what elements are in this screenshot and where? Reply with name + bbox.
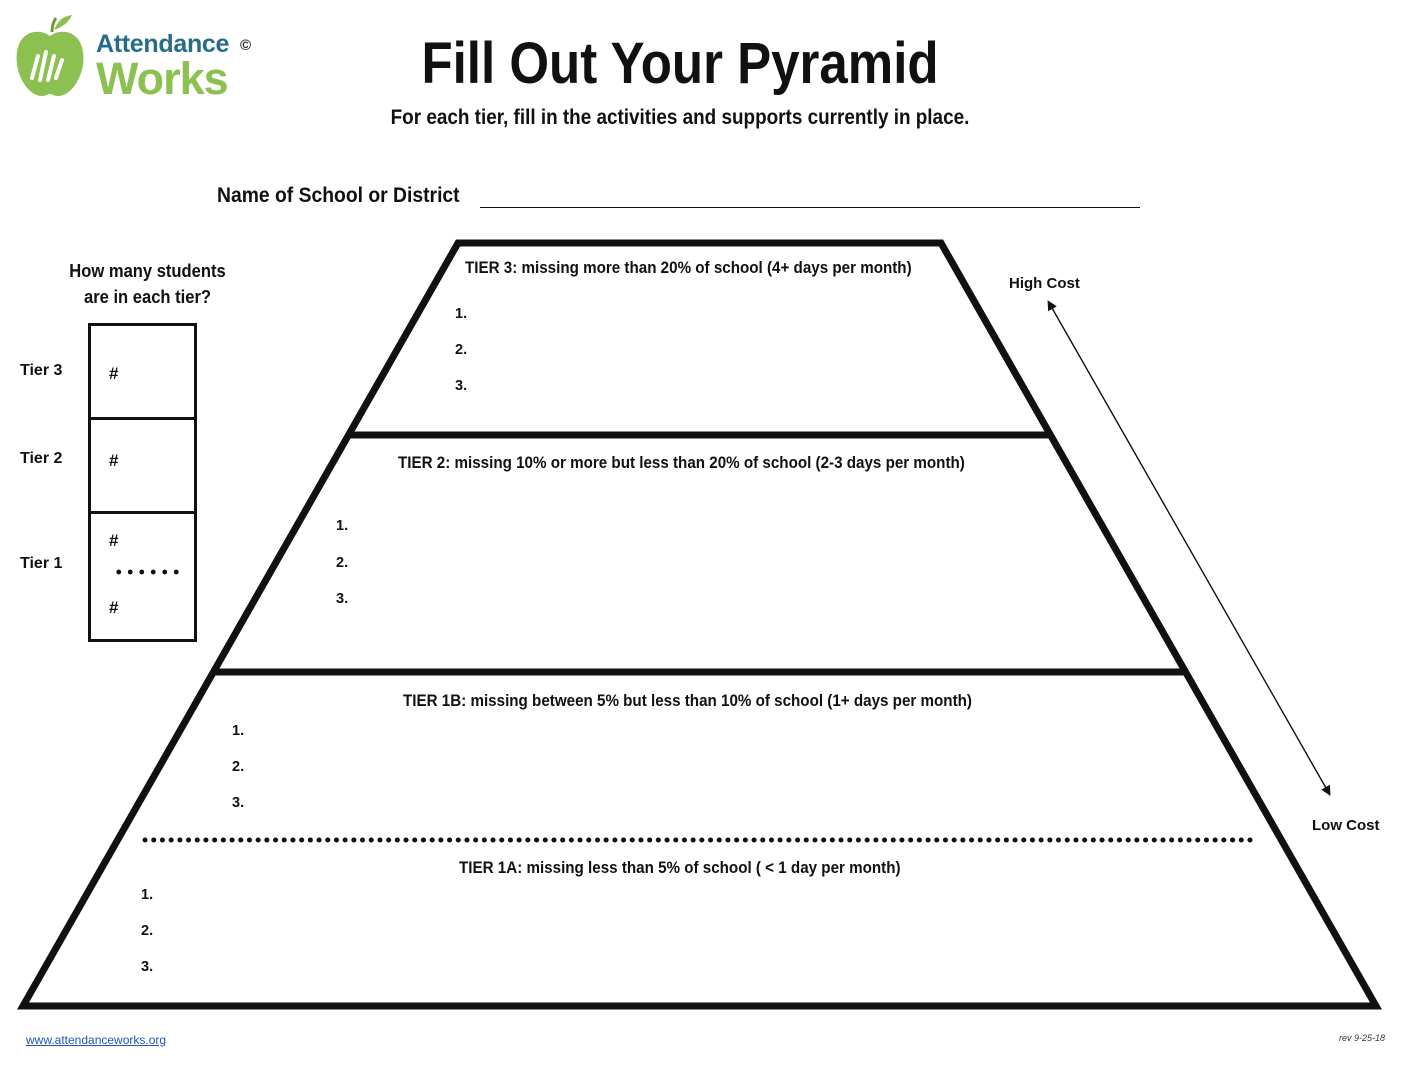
tier1-count-mark-top: # [109, 531, 119, 550]
tier1a-item-1[interactable]: 1. [141, 887, 154, 903]
pyramid-outline [16, 239, 1383, 1010]
tier1a-title: TIER 1A: missing less than 5% of school … [459, 859, 901, 877]
tier1b-item-3[interactable]: 3. [232, 795, 245, 811]
tier1-count-label: Tier 1 [20, 555, 63, 572]
tier2-item-1[interactable]: 1. [336, 518, 349, 534]
tier1b-title: TIER 1B: missing between 5% but less tha… [403, 692, 972, 710]
logo-text-attendance: Attendance [96, 30, 230, 58]
tier1b-item-1[interactable]: 1. [232, 723, 245, 739]
logo-text-works: Works [96, 53, 229, 104]
student-count-question-line1: How many students [69, 261, 226, 281]
school-name-label: Name of School or District [217, 184, 460, 207]
tier3-count-mark: # [109, 364, 119, 383]
tier1-count-mark-bottom: # [109, 598, 119, 617]
cost-arrow-icon [1047, 300, 1331, 796]
tier3-item-1[interactable]: 1. [455, 306, 468, 322]
website-link[interactable]: www.attendanceworks.org [26, 1033, 167, 1047]
tier2-title: TIER 2: missing 10% or more but less tha… [398, 454, 965, 472]
tier1-dotted-divider [113, 569, 183, 575]
tier3-item-2[interactable]: 2. [455, 342, 468, 358]
tier2-count-label: Tier 2 [20, 450, 63, 467]
low-cost-label: Low Cost [1312, 817, 1380, 834]
tier2-item-2[interactable]: 2. [336, 555, 349, 571]
tier1b-item-2[interactable]: 2. [232, 759, 245, 775]
logo-apple-icon [16, 15, 84, 97]
page-title: Fill Out Your Pyramid [421, 31, 939, 96]
student-count-question-line2: are in each tier? [83, 287, 212, 307]
school-name-field[interactable] [480, 207, 1140, 208]
revision-date: rev 9-25-18 [1339, 1033, 1386, 1043]
tier2-count-mark: # [109, 451, 119, 470]
high-cost-label: High Cost [1009, 275, 1080, 292]
tier3-item-3[interactable]: 3. [455, 378, 468, 394]
tier1a-item-2[interactable]: 2. [141, 923, 154, 939]
tier3-title: TIER 3: missing more than 20% of school … [465, 259, 912, 277]
student-count-question: How many students are in each tier? [49, 258, 247, 310]
tier1a-item-3[interactable]: 3. [141, 959, 154, 975]
page-subtitle: For each tier, fill in the activities an… [390, 106, 970, 129]
tier1-count-box[interactable]: # # [88, 511, 197, 642]
tier2-item-3[interactable]: 3. [336, 591, 349, 607]
logo-copyright: © [240, 37, 252, 54]
tier3-count-label: Tier 3 [20, 362, 63, 379]
